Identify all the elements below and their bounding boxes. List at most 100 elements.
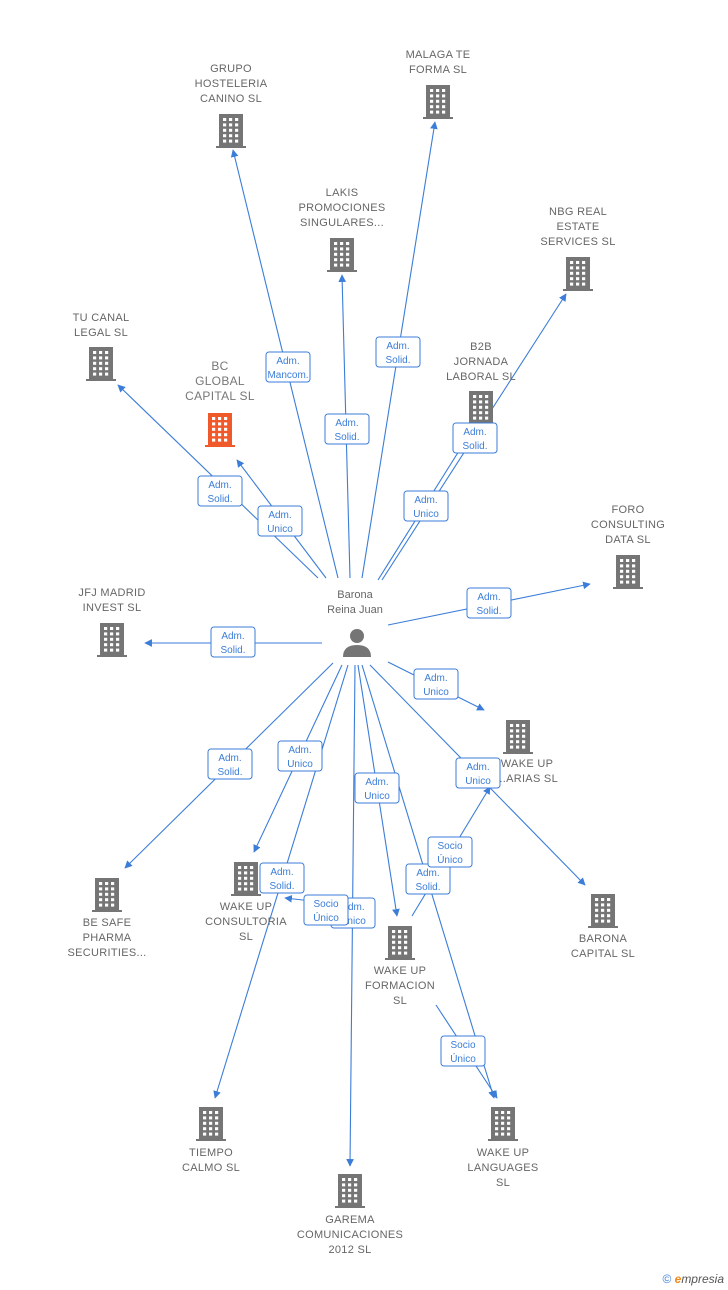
edge-label-baronacap[interactable]: Adm.Unico bbox=[455, 757, 501, 789]
edge-label-text: Único bbox=[450, 1052, 476, 1065]
edge-label-box bbox=[375, 336, 421, 368]
company-node-wakeuparias[interactable]: WAKE UP...ARIAS SL bbox=[496, 720, 558, 785]
edge-label-besafe[interactable]: Adm.Solid. bbox=[207, 748, 253, 780]
edge-label-wakeuparias[interactable]: Adm.Unico bbox=[413, 668, 459, 700]
edge-label-text: Solid. bbox=[334, 432, 359, 443]
company-name-line: FORMA SL bbox=[409, 64, 467, 76]
company-name-line: CONSULTING bbox=[591, 519, 665, 531]
company-node-nbg[interactable]: NBG REAL ESTATE SERVICES SL bbox=[540, 206, 615, 291]
building-icon bbox=[503, 720, 533, 754]
edge-label-nbg[interactable]: Adm.Solid. bbox=[452, 422, 498, 454]
edges-layer bbox=[117, 121, 591, 1167]
building-icon bbox=[327, 238, 357, 272]
company-name-line: CANINO SL bbox=[200, 93, 262, 105]
building-icon bbox=[488, 1107, 518, 1141]
company-name-line: GLOBAL bbox=[195, 374, 245, 388]
company-name-line: 2012 SL bbox=[328, 1244, 371, 1256]
edge-label-jfj[interactable]: Adm. Solid. bbox=[210, 626, 256, 658]
edge-label-text: Adm. bbox=[335, 418, 358, 429]
building-icon bbox=[466, 391, 496, 425]
edge-label-box bbox=[354, 772, 400, 804]
edge-label-text: Adm. bbox=[477, 592, 500, 603]
person-icon bbox=[343, 629, 371, 657]
edge-label-lakis[interactable]: Adm. Solid. bbox=[324, 413, 370, 445]
copyright-icon: © bbox=[662, 1272, 672, 1286]
company-name-line: HOSTELERIA bbox=[195, 78, 268, 90]
company-name-line: ESTATE bbox=[557, 221, 600, 233]
edge-label-b2b[interactable]: Adm.Unico bbox=[403, 490, 449, 522]
edge-label-wakeupform[interactable]: Adm.Unico bbox=[354, 772, 400, 804]
building-icon bbox=[385, 926, 415, 960]
edge-label-box bbox=[455, 757, 501, 789]
building-icon bbox=[216, 114, 246, 148]
edge-label-box bbox=[427, 836, 473, 868]
edge-label-malaga[interactable]: Adm.Solid. bbox=[375, 336, 421, 368]
edge-label-foro[interactable]: Adm.Solid. bbox=[466, 587, 512, 619]
company-name-line: CAPITAL SL bbox=[571, 948, 635, 960]
edge-label-text: Socio bbox=[450, 1040, 475, 1051]
company-node-garema[interactable]: GAREMA COMUNICACIONES 2012 SL bbox=[297, 1174, 403, 1256]
edge-label-text: Adm. bbox=[268, 510, 291, 521]
edge-label-box bbox=[210, 626, 256, 658]
edge-labels-layer: Adm.Mancom. Adm. Solid. Adm. Solid. Adm. Solid… bbox=[197, 336, 512, 1067]
company-name-line: WAKE UP bbox=[501, 758, 553, 770]
company-name-line: COMUNICACIONES bbox=[297, 1229, 403, 1241]
edge-label-wakeuplang[interactable]: Adm.Solid. bbox=[405, 863, 451, 895]
edge-label-grupo[interactable]: Adm.Mancom. bbox=[265, 351, 311, 383]
edge-label-box bbox=[257, 505, 303, 537]
edge-label-text: Adm. bbox=[221, 631, 244, 642]
edge-label-box bbox=[207, 748, 253, 780]
edge-label-text: Socio bbox=[437, 841, 462, 852]
building-icon bbox=[231, 862, 261, 896]
company-node-besafe[interactable]: BE SAFEPHARMASECURITIES... bbox=[67, 878, 146, 959]
edge-label-text: Adm. bbox=[208, 480, 231, 491]
edge-label-box bbox=[324, 413, 370, 445]
company-name-line: SL bbox=[393, 995, 407, 1007]
edge-label-box bbox=[265, 351, 311, 383]
edge-label-text: Adm. bbox=[288, 745, 311, 756]
company-name-line: SECURITIES... bbox=[67, 947, 146, 959]
company-name-line: CAPITAL SL bbox=[185, 389, 255, 403]
building-icon bbox=[92, 878, 122, 912]
edge-label-tiempo[interactable]: Adm.Solid. bbox=[259, 862, 305, 894]
company-name-line: NBG REAL bbox=[549, 206, 607, 218]
edge-label-box bbox=[452, 422, 498, 454]
edge-label-box bbox=[466, 587, 512, 619]
edge-label-text: Solid. bbox=[207, 494, 232, 505]
edge-label-text: Unico bbox=[364, 791, 390, 802]
edge-label-bc[interactable]: Adm. Unico bbox=[257, 505, 303, 537]
building-icon bbox=[97, 623, 127, 657]
edge-label-text: Solid. bbox=[220, 645, 245, 656]
person-node[interactable]: Barona Reina Juan bbox=[327, 589, 383, 657]
edge-label-text: Adm. bbox=[463, 427, 486, 438]
company-name-line: SERVICES SL bbox=[540, 236, 615, 248]
company-node-lakis[interactable]: LAKISPROMOCIONESSINGULARES... bbox=[298, 187, 385, 272]
company-name-line: LEGAL SL bbox=[74, 327, 128, 339]
edge-label-text: Adm. bbox=[424, 673, 447, 684]
edge-label-tucanal[interactable]: Adm. Solid. bbox=[197, 475, 243, 507]
edge-label-box bbox=[303, 894, 349, 926]
edge-label-text: Unico bbox=[465, 776, 491, 787]
edge-label-box bbox=[413, 668, 459, 700]
company-name-line: GAREMA bbox=[325, 1214, 375, 1226]
person-name-line2: Reina Juan bbox=[327, 604, 383, 616]
edge-label-text: Unico bbox=[267, 524, 293, 535]
edge-label-wakeupcons[interactable]: Adm.Unico bbox=[277, 740, 323, 772]
building-icon bbox=[196, 1107, 226, 1141]
